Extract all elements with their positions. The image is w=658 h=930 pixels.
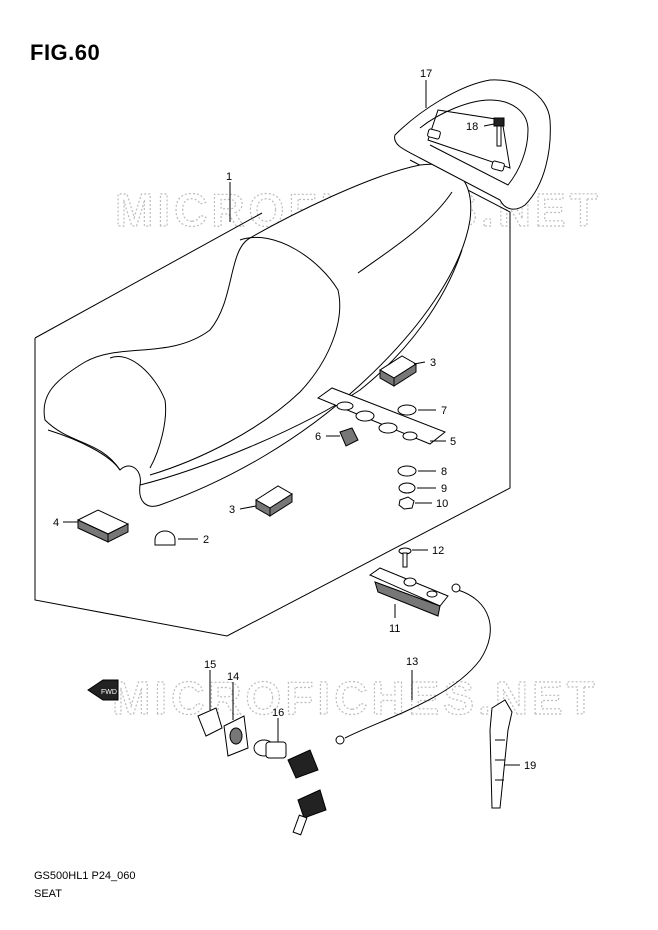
washer-part-9[interactable] bbox=[398, 482, 416, 494]
callout-7: 7 bbox=[441, 405, 447, 417]
callout-2: 2 bbox=[203, 534, 209, 546]
screw-part-12[interactable] bbox=[398, 547, 412, 568]
callout-17: 17 bbox=[420, 68, 432, 80]
cushion-part-6[interactable] bbox=[339, 427, 359, 447]
lock-set-part-16[interactable] bbox=[253, 739, 327, 836]
nut-part-10[interactable] bbox=[398, 496, 415, 510]
callout-19: 19 bbox=[524, 760, 536, 772]
bolt-part-18[interactable] bbox=[493, 117, 505, 147]
holder-part-14[interactable] bbox=[223, 715, 249, 757]
callout-9: 9 bbox=[441, 483, 447, 495]
callout-3b: 3 bbox=[229, 504, 235, 516]
washer-part-8[interactable] bbox=[397, 465, 417, 477]
latch-part-11[interactable] bbox=[368, 567, 449, 617]
callout-11: 11 bbox=[389, 623, 400, 635]
cap-nut-part-2[interactable] bbox=[154, 530, 176, 546]
seat-part-1[interactable] bbox=[43, 163, 472, 507]
washer-part-7[interactable] bbox=[397, 404, 417, 416]
callout-13: 13 bbox=[406, 656, 418, 668]
callout-14: 14 bbox=[227, 671, 239, 683]
rubber-block-part-3b[interactable] bbox=[255, 485, 293, 517]
callout-6: 6 bbox=[315, 431, 321, 443]
fwd-direction-arrow: FWD bbox=[87, 679, 119, 701]
rear-carrier-part-17[interactable] bbox=[394, 79, 551, 210]
callout-5: 5 bbox=[450, 436, 456, 448]
watermark-bottom: MICROFICHES.NET bbox=[112, 672, 599, 724]
assembly-outline-top bbox=[34, 212, 263, 339]
callout-3a: 3 bbox=[430, 357, 436, 369]
assembly-outline bbox=[34, 159, 511, 637]
diagram-code: GS500HL1 P24_060 bbox=[34, 870, 136, 882]
diagram-name: SEAT bbox=[34, 888, 62, 900]
strap-part-19[interactable] bbox=[489, 699, 513, 809]
callout-10: 10 bbox=[436, 498, 448, 510]
callout-12: 12 bbox=[432, 545, 444, 557]
figure-title: FIG.60 bbox=[30, 40, 101, 65]
callout-1: 1 bbox=[226, 171, 232, 183]
callout-15: 15 bbox=[204, 659, 216, 671]
cable-part-13[interactable] bbox=[335, 583, 491, 745]
clip-part-15[interactable] bbox=[197, 707, 223, 737]
callout-4: 4 bbox=[53, 517, 59, 529]
fwd-label: FWD bbox=[101, 689, 117, 696]
bracket-part-5[interactable] bbox=[316, 387, 446, 445]
callout-18: 18 bbox=[466, 121, 478, 133]
callout-16: 16 bbox=[272, 707, 284, 719]
pad-part-4[interactable] bbox=[76, 509, 130, 543]
callout-8: 8 bbox=[441, 466, 447, 478]
rubber-block-part-3a[interactable] bbox=[379, 355, 417, 387]
